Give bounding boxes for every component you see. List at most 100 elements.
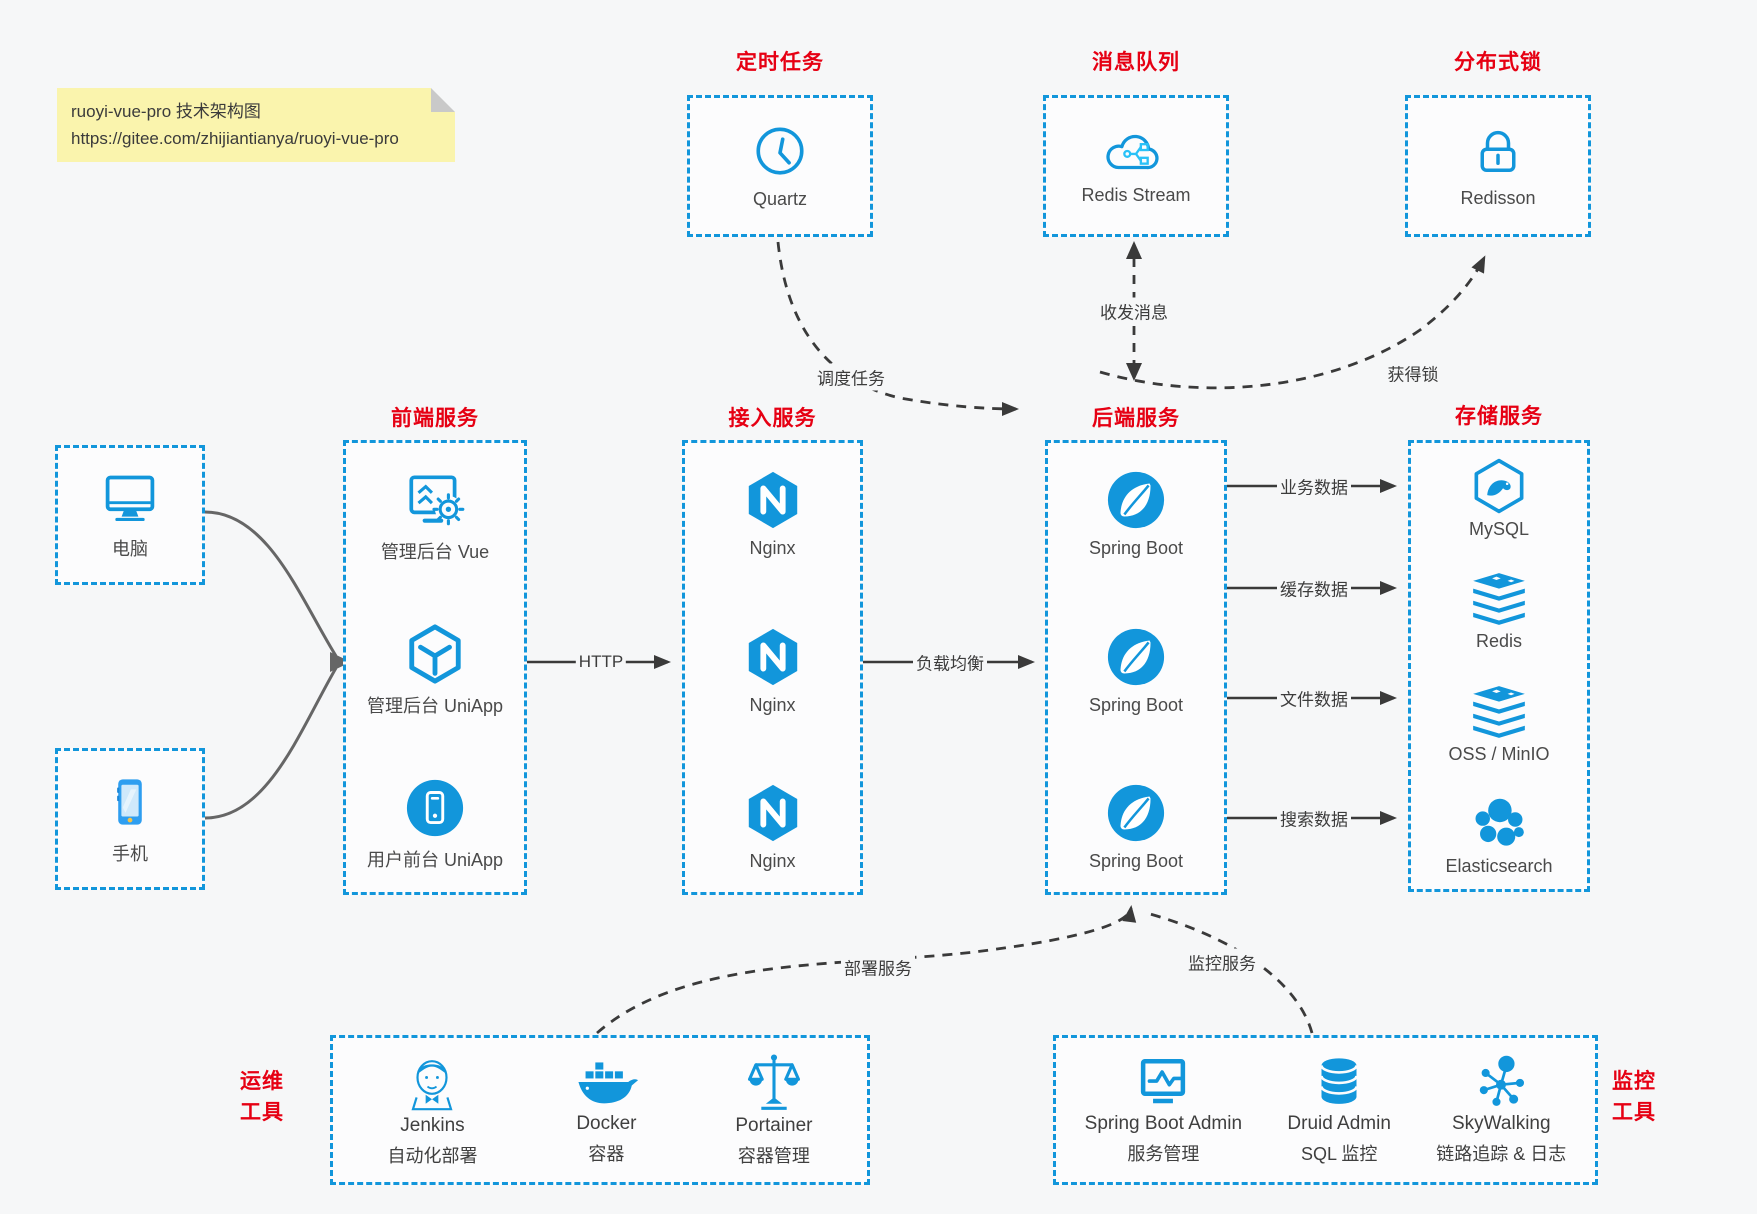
edge-pc-to-frontend	[204, 510, 338, 657]
pc-client-node: 电脑	[55, 445, 205, 585]
section-title-backend: 后端服务	[1092, 407, 1180, 430]
nginx-icon	[742, 469, 804, 531]
node-label: Nginx	[749, 851, 796, 871]
node-label: Nginx	[749, 694, 796, 715]
section-title-scheduled-task: 定时任务	[736, 51, 824, 74]
tool-name: Portainer	[735, 1115, 813, 1136]
spring-boot-icon	[1105, 626, 1167, 688]
clock-icon	[751, 122, 809, 180]
node-label: MySQL	[1468, 519, 1529, 539]
edge-label-search-data: 搜索数据	[1277, 804, 1351, 832]
node-label: OSS / MinIO	[1448, 743, 1550, 764]
edge-label-schedule-task: 调度任务	[814, 363, 888, 391]
node-label: 手机	[112, 843, 148, 864]
monitor-tools-box: Spring Boot Admin 服务管理 Druid Admin SQL 监…	[1053, 1035, 1598, 1185]
ops-tools-box: Jenkins 自动化部署 Docker 容器	[330, 1035, 870, 1185]
frontend-user-uniapp-node: 用户前台 UniApp	[367, 777, 503, 872]
section-title-frontend: 前端服务	[391, 407, 479, 430]
tool-name: Docker	[576, 1113, 637, 1134]
spring-boot-icon	[1105, 469, 1167, 531]
phone-icon	[101, 773, 159, 831]
edge-label-http: HTTP	[575, 651, 627, 673]
frontend-services-box: 管理后台 Vue 管理后台 UniApp 用户前台 UniApp	[343, 440, 527, 895]
edge-label-business-data: 业务数据	[1277, 472, 1351, 500]
message-down-arrowhead	[1126, 363, 1142, 381]
spring-boot-node-2: Spring Boot	[1089, 626, 1183, 716]
node-label: Nginx	[749, 538, 796, 558]
mysql-icon	[1470, 457, 1528, 515]
docker-icon	[574, 1054, 639, 1110]
redis-node: Redis	[1468, 571, 1530, 652]
quartz-node: Quartz	[687, 95, 873, 237]
lock-icon	[1470, 123, 1526, 179]
section-title-ops-tools: 运维 工具	[240, 1070, 284, 1124]
nginx-node-1: Nginx	[742, 469, 804, 559]
desktop-icon	[100, 470, 160, 526]
jenkins-node: Jenkins 自动化部署	[387, 1052, 477, 1168]
message-up-arrowhead	[1126, 241, 1142, 259]
tool-subtitle: 自动化部署	[387, 1146, 478, 1166]
spring-boot-admin-node: Spring Boot Admin 服务管理	[1085, 1054, 1242, 1166]
user-app-icon	[404, 777, 466, 839]
cloud-queue-icon	[1101, 126, 1171, 176]
node-label: Quartz	[752, 189, 808, 209]
portainer-node: Portainer 容器管理	[735, 1052, 812, 1168]
spring-boot-node-3: Spring Boot	[1089, 782, 1183, 872]
docker-node: Docker 容器	[574, 1054, 639, 1166]
section-title-gateway: 接入服务	[728, 407, 817, 430]
node-label: 管理后台 Vue	[380, 542, 490, 562]
edge-label-deploy-service: 部署服务	[841, 953, 915, 981]
storage-stack-icon	[1468, 684, 1530, 740]
gateway-services-box: Nginx Nginx Nginx	[682, 440, 863, 895]
section-title-distributed-lock: 分布式锁	[1454, 51, 1542, 74]
edge-label-monitor-service: 监控服务	[1185, 948, 1259, 976]
tool-subtitle: SQL 监控	[1300, 1144, 1378, 1164]
skywalking-node: SkyWalking 链路追踪 & 日志	[1436, 1054, 1566, 1166]
node-label: Spring Boot	[1088, 538, 1184, 558]
uniapp-hexagon-icon	[404, 623, 466, 685]
sticky-note: ruoyi-vue-pro 技术架构图 https://gitee.com/zh…	[57, 88, 455, 162]
admin-vue-icon	[402, 469, 468, 531]
tool-name: SkyWalking	[1452, 1113, 1551, 1134]
redisson-node: Redisson	[1405, 95, 1591, 237]
edge-label-load-balance: 负载均衡	[913, 648, 987, 676]
node-label: Spring Boot	[1088, 851, 1184, 871]
backend-services-box: Spring Boot Spring Boot Spring Boot	[1045, 440, 1227, 895]
phone-client-node: 手机	[55, 748, 205, 890]
frontend-admin-vue-node: 管理后台 Vue	[381, 469, 489, 564]
node-label: Redis	[1475, 631, 1523, 652]
spring-boot-node-1: Spring Boot	[1089, 469, 1183, 559]
storage-services-box: MySQL Redis	[1408, 440, 1590, 892]
node-label: Elasticsearch	[1445, 855, 1553, 876]
node-label: 电脑	[112, 538, 148, 559]
node-label: 用户前台 UniApp	[366, 850, 504, 870]
spring-boot-icon	[1105, 782, 1167, 844]
nginx-icon	[742, 626, 804, 688]
druid-admin-node: Druid Admin SQL 监控	[1287, 1054, 1391, 1166]
tool-name: Jenkins	[400, 1115, 465, 1136]
monitor-pulse-icon	[1134, 1054, 1192, 1110]
edge-label-cache-data: 缓存数据	[1277, 574, 1351, 602]
redis-stack-icon	[1468, 571, 1530, 627]
section-title-storage: 存储服务	[1455, 405, 1543, 428]
edge-phone-to-frontend	[204, 667, 338, 820]
nginx-node-3: Nginx	[742, 782, 804, 872]
oss-minio-node: OSS / MinIO	[1448, 684, 1550, 765]
node-label: 管理后台 UniApp	[366, 696, 504, 716]
node-label: Redisson	[1460, 188, 1536, 208]
node-graph-icon	[1472, 1054, 1530, 1110]
database-icon	[1311, 1054, 1367, 1110]
elasticsearch-icon	[1470, 796, 1528, 852]
node-label: Redis Stream	[1081, 185, 1191, 205]
edge-label-send-receive-message: 收发消息	[1097, 297, 1171, 325]
frontend-admin-uniapp-node: 管理后台 UniApp	[367, 623, 503, 718]
nginx-icon	[742, 782, 804, 844]
note-url: https://gitee.com/zhijiantianya/ruoyi-vu…	[71, 129, 399, 149]
redis-stream-node: Redis Stream	[1043, 95, 1229, 237]
note-title: ruoyi-vue-pro 技术架构图	[71, 102, 261, 121]
section-title-message-queue: 消息队列	[1092, 51, 1180, 74]
portainer-scales-icon	[745, 1052, 803, 1112]
tool-name: Spring Boot Admin	[1084, 1113, 1243, 1134]
node-label: Spring Boot	[1088, 694, 1184, 715]
